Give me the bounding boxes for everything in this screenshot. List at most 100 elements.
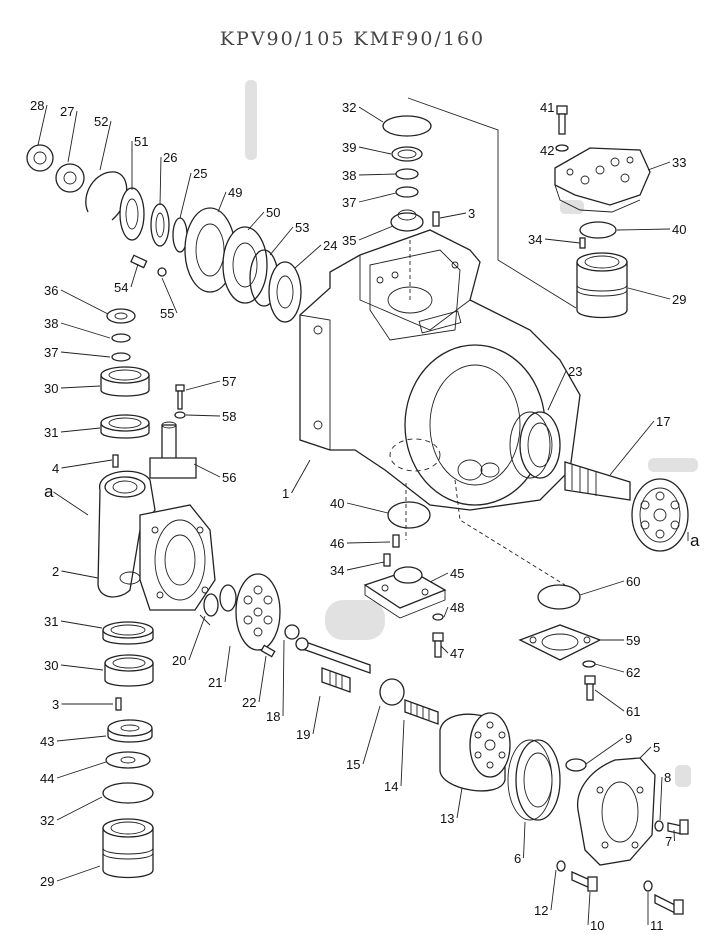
- callout-34b: 34: [330, 563, 344, 578]
- leader-20: [188, 615, 206, 661]
- callout-37a: 37: [44, 345, 58, 360]
- leader-40b: [346, 502, 389, 514]
- callout-6: 6: [514, 851, 521, 866]
- leader-31b: [60, 620, 103, 629]
- callout-33: 33: [672, 155, 686, 170]
- callout-a2: a: [690, 531, 700, 550]
- callout-5: 5: [653, 740, 660, 755]
- leader-27: [67, 110, 78, 163]
- leader-10: [587, 891, 591, 926]
- callout-36: 36: [44, 283, 58, 298]
- callout-41: 41: [540, 100, 554, 115]
- leader-21: [224, 645, 231, 683]
- callout-37b: 37: [342, 195, 356, 210]
- callout-56: 56: [222, 470, 236, 485]
- port-flange-59: [518, 584, 602, 701]
- leader-15: [362, 705, 381, 765]
- callout-21: 21: [208, 675, 222, 690]
- drive-shaft-17: [564, 461, 689, 552]
- leader-4: [61, 459, 113, 469]
- callout-26: 26: [163, 150, 177, 165]
- callout-2: 2: [52, 564, 59, 579]
- callout-13: 13: [440, 811, 454, 826]
- leader-56: [193, 463, 221, 478]
- callout-25: 25: [193, 166, 207, 181]
- end-head-2: [97, 470, 216, 611]
- callout-7: 7: [665, 834, 672, 849]
- leader-46: [346, 541, 391, 544]
- leader-7: [673, 829, 675, 842]
- leader-57: [185, 380, 221, 391]
- callout-11: 11: [650, 918, 664, 933]
- callout-61: 61: [626, 704, 640, 719]
- leader-5: [639, 746, 652, 759]
- leader-12: [550, 869, 557, 911]
- leader-38a: [60, 322, 111, 339]
- leader-26: [159, 156, 162, 206]
- callout-57: 57: [222, 374, 236, 389]
- callout-43: 43: [40, 734, 54, 749]
- callout-3b: 3: [468, 206, 475, 221]
- callout-52: 52: [94, 114, 108, 129]
- leader-36: [60, 289, 109, 315]
- callout-46: 46: [330, 536, 344, 551]
- leader-24: [294, 244, 322, 269]
- leader-54: [130, 263, 139, 288]
- callout-8: 8: [664, 770, 671, 785]
- piston-assembly: [295, 637, 511, 792]
- callout-35: 35: [342, 233, 356, 248]
- leader-8: [659, 776, 663, 821]
- callout-31a: 31: [44, 425, 58, 440]
- top-port-stack: [382, 115, 440, 232]
- leader-32b: [56, 796, 103, 821]
- leader-18: [282, 639, 285, 717]
- leader-1: [291, 459, 311, 494]
- leader-55: [161, 277, 178, 314]
- leader-38b: [358, 173, 397, 176]
- leader-25: [179, 172, 192, 219]
- callout-32a: 32: [342, 100, 356, 115]
- leader-34b: [346, 561, 385, 571]
- callout-60: 60: [626, 574, 640, 589]
- callout-32b: 32: [40, 813, 54, 828]
- callout-54: 54: [114, 280, 128, 295]
- callout-40a: 40: [672, 222, 686, 237]
- leader-lines: [37, 104, 689, 926]
- leader-33: [647, 161, 671, 171]
- leader-29a: [627, 287, 671, 300]
- callout-48: 48: [450, 600, 464, 615]
- callout-47: 47: [450, 646, 464, 661]
- callout-10: 10: [590, 918, 604, 933]
- callout-19: 19: [296, 727, 310, 742]
- callout-30a: 30: [44, 381, 58, 396]
- valve-plate-21: [203, 573, 300, 658]
- callout-59: 59: [626, 633, 640, 648]
- callout-24: 24: [323, 238, 337, 253]
- leader-37b: [358, 192, 397, 203]
- callout-44: 44: [40, 771, 54, 786]
- scan-smudge: [245, 80, 257, 160]
- callout-51: 51: [134, 134, 148, 149]
- lower-left-column: [102, 621, 154, 879]
- leader-37a: [60, 351, 111, 358]
- leader-19: [312, 695, 321, 735]
- leader-62: [594, 663, 625, 673]
- sleeve-29-top: [576, 252, 628, 319]
- leader-39: [358, 146, 392, 155]
- callout-55: 55: [160, 306, 174, 321]
- leader-31a: [60, 427, 101, 433]
- scan-smudge: [325, 600, 385, 640]
- bearing-23: [509, 411, 561, 479]
- callout-42: 42: [540, 143, 554, 158]
- leader-43: [56, 735, 107, 742]
- leader-28: [37, 104, 48, 146]
- callout-53: 53: [295, 220, 309, 235]
- leader-60: [579, 580, 625, 596]
- leader-50: [247, 211, 265, 231]
- leader-35: [358, 225, 394, 241]
- callout-34a: 34: [528, 232, 542, 247]
- callout-15: 15: [346, 757, 360, 772]
- leader-22: [258, 655, 267, 703]
- callout-20: 20: [172, 653, 186, 668]
